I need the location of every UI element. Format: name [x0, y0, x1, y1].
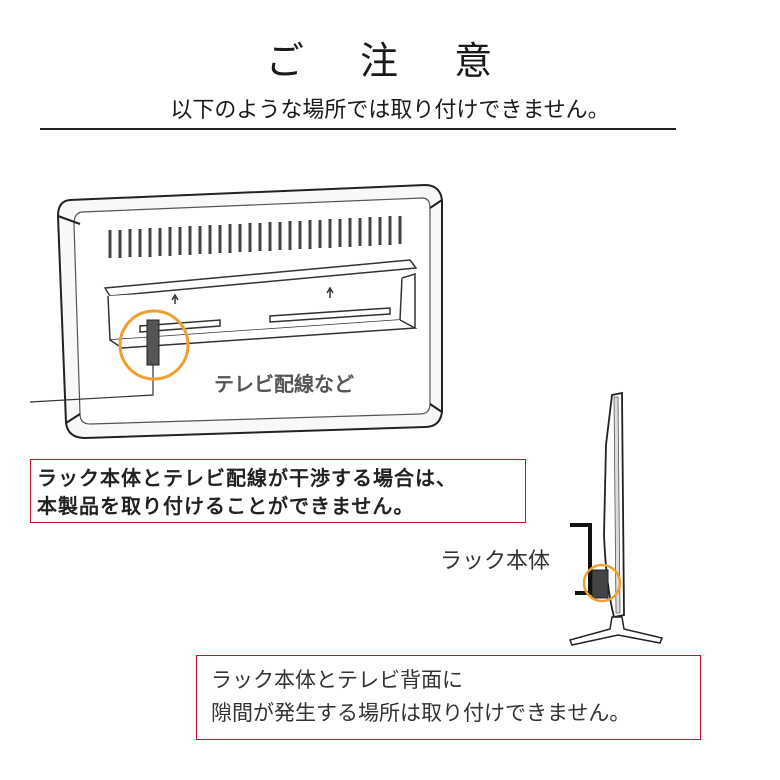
rack-bracket	[570, 523, 592, 595]
tv-cable-wire	[30, 365, 154, 403]
warning-box-wiring: ラック本体とテレビ配線が干渉する場合は、 本製品を取り付けることができません。	[30, 459, 526, 523]
warning2-line1: ラック本体とテレビ背面に	[211, 668, 463, 692]
highlight-circle	[118, 309, 190, 381]
rack-on-tv	[103, 259, 418, 349]
page-title: ご 注 意	[265, 39, 515, 83]
rack-body-label: ラック本体	[440, 549, 551, 574]
warning-box-gap: ラック本体とテレビ背面に 隙間が発生する場所は取り付けできません。	[196, 655, 701, 740]
rack-side	[591, 569, 609, 599]
tv-back-illustration	[30, 183, 443, 440]
warning1-line2: 本製品を取り付けることができません。	[37, 494, 415, 518]
warning2-line2: 隙間が発生する場所は取り付けできません。	[211, 701, 631, 725]
title-divider	[40, 128, 676, 130]
tv-stand	[568, 616, 664, 646]
side-highlight-circle	[582, 563, 622, 603]
warning1-line1: ラック本体とテレビ配線が干渉する場合は、	[37, 466, 457, 490]
vent-slots	[108, 216, 402, 258]
tv-side-illustration	[568, 391, 664, 646]
tv-wiring-label: テレビ配線など	[214, 372, 354, 396]
page-subtitle: 以下のような場所では取り付けできません。	[170, 98, 610, 123]
tv-cable-plug	[146, 319, 160, 366]
